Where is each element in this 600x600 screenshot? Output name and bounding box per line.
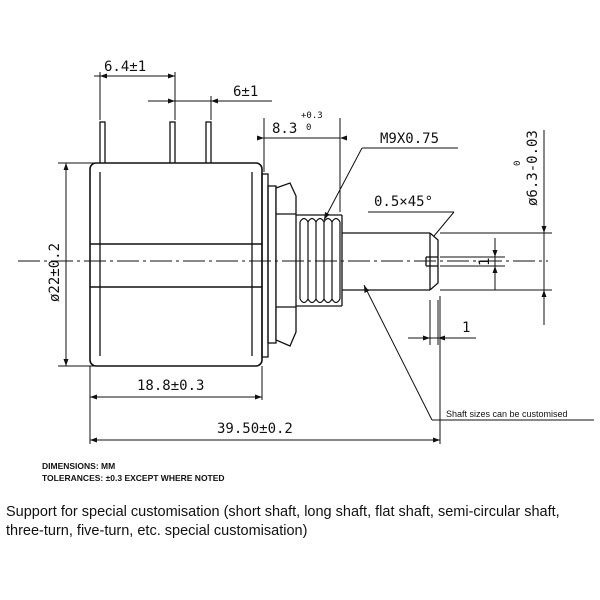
terminal-pin-2 xyxy=(169,121,176,166)
bushing-length-label: 8.3 xyxy=(272,121,297,137)
shaft-diameter-label: ø6.3-0.03 xyxy=(525,130,541,206)
slot-width-label: 1 xyxy=(477,258,493,266)
bushing-length-tol-lower: 0 xyxy=(306,123,311,133)
customisation-caption: Support for special customisation (short… xyxy=(6,504,560,539)
bushing-length-tol-upper: +0.3 xyxy=(301,111,323,121)
tolerances-note: TOLERANCES: ±0.3 EXCEPT WHERE NOTED xyxy=(42,473,225,483)
drawing-notes: DIMENSIONS: MM TOLERANCES: ±0.3 EXCEPT W… xyxy=(42,460,225,484)
terminal-pin-3 xyxy=(205,121,212,166)
terminal-pin-1 xyxy=(99,121,106,166)
pin-pitch-outer-label: 6.4±1 xyxy=(104,59,146,75)
shaft xyxy=(342,232,439,291)
slot-depth-label: 1 xyxy=(462,320,470,336)
pin-pitch-inner-label: 6±1 xyxy=(233,84,258,100)
units-note: DIMENSIONS: MM xyxy=(42,461,116,471)
mounting-flange xyxy=(261,173,269,358)
hex-nut xyxy=(275,182,297,347)
shaft-diameter-tol-upper: 0 xyxy=(513,161,523,166)
body-diameter-label: ø22±0.2 xyxy=(47,243,63,302)
thread-label: M9X0.75 xyxy=(380,131,439,147)
chamfer-label: 0.5×45° xyxy=(374,194,433,210)
body-length-label: 18.8±0.3 xyxy=(137,378,204,394)
shaft-callout-label: Shaft sizes can be customised xyxy=(446,409,568,419)
overall-length-label: 39.50±0.2 xyxy=(217,421,293,437)
threaded-bushing xyxy=(296,214,343,307)
potentiometer-body xyxy=(89,162,263,367)
